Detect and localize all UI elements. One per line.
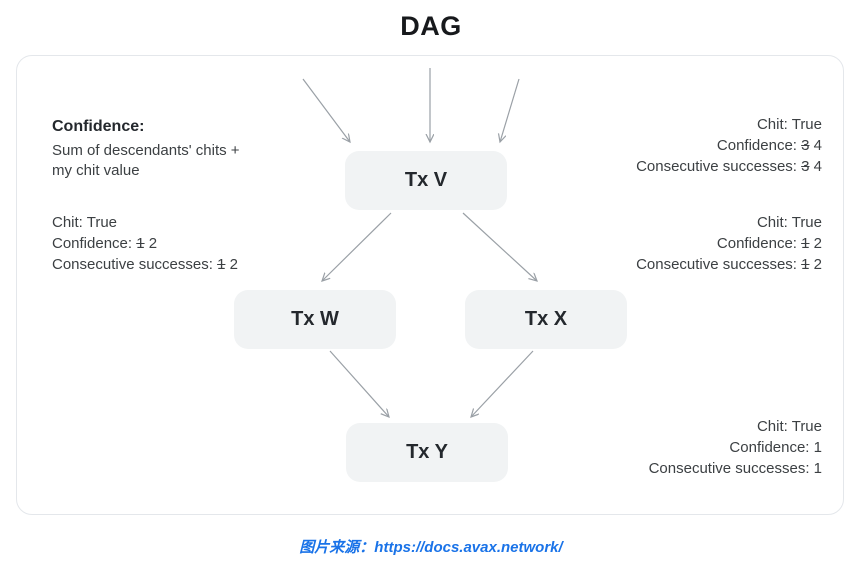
node-tx-y: Tx Y <box>346 423 508 482</box>
successes-old-value: 3 <box>801 158 810 175</box>
confidence-old-value: 1 <box>136 235 145 252</box>
confidence-new-value: 2 <box>813 235 822 252</box>
successes-new-value: 4 <box>813 158 822 175</box>
successes-new-value: 2 <box>813 256 822 273</box>
successes-label: Consecutive successes: <box>636 256 797 273</box>
stats-block-tx-y: Chit: True Confidence: 1 Consecutive suc… <box>649 416 822 479</box>
confidence-definition-heading: Confidence: <box>52 118 145 135</box>
confidence-old-value: 3 <box>801 137 810 154</box>
stats-block-tx-w: Chit: True Confidence: 1 2 Consecutive s… <box>52 212 238 275</box>
successes-line: Consecutive successes: 1 2 <box>636 254 822 275</box>
node-tx-x: Tx X <box>465 290 627 349</box>
confidence-line: Confidence: 1 <box>649 437 822 458</box>
successes-new-value: 2 <box>229 256 238 273</box>
confidence-label: Confidence: <box>716 137 797 154</box>
chit-line: Chit: True <box>756 116 822 133</box>
confidence-label: Confidence: <box>52 235 133 252</box>
confidence-definition: Confidence: Sum of descendants' chits + … <box>52 118 302 181</box>
successes-label: Consecutive successes: <box>52 256 213 273</box>
node-tx-v: Tx V <box>345 151 507 210</box>
confidence-definition-line1: Sum of descendants' chits + <box>52 142 240 159</box>
confidence-line: Confidence: 1 2 <box>636 233 822 254</box>
confidence-definition-line2: my chit value <box>52 162 140 179</box>
successes-label: Consecutive successes: <box>636 158 797 175</box>
chit-line: Chit: True <box>52 214 118 231</box>
node-tx-w: Tx W <box>234 290 396 349</box>
stats-block-tx-x: Chit: True Confidence: 1 2 Consecutive s… <box>636 212 822 275</box>
confidence-label: Confidence: <box>729 439 810 456</box>
confidence-line: Confidence: 3 4 <box>636 135 822 156</box>
successes-new-value: 1 <box>813 460 822 477</box>
confidence-label: Confidence: <box>716 235 797 252</box>
successes-line: Consecutive successes: 3 4 <box>636 156 822 177</box>
successes-old-value: 1 <box>801 256 810 273</box>
successes-line: Consecutive successes: 1 <box>649 458 822 479</box>
confidence-new-value: 4 <box>813 137 822 154</box>
confidence-new-value: 2 <box>148 235 158 252</box>
stats-block-tx-v: Chit: True Confidence: 3 4 Consecutive s… <box>636 114 822 177</box>
chit-line: Chit: True <box>756 214 822 231</box>
successes-label: Consecutive successes: <box>648 460 810 477</box>
confidence-new-value: 1 <box>813 439 822 456</box>
confidence-old-value: 1 <box>801 235 810 252</box>
figure-title: DAG <box>400 11 462 41</box>
chit-line: Chit: True <box>756 418 822 435</box>
successes-line: Consecutive successes: 1 2 <box>52 254 238 275</box>
confidence-line: Confidence: 1 2 <box>52 233 238 254</box>
image-source-caption: 图片来源：https://docs.avax.network/ <box>299 539 563 556</box>
successes-old-value: 1 <box>217 256 226 273</box>
